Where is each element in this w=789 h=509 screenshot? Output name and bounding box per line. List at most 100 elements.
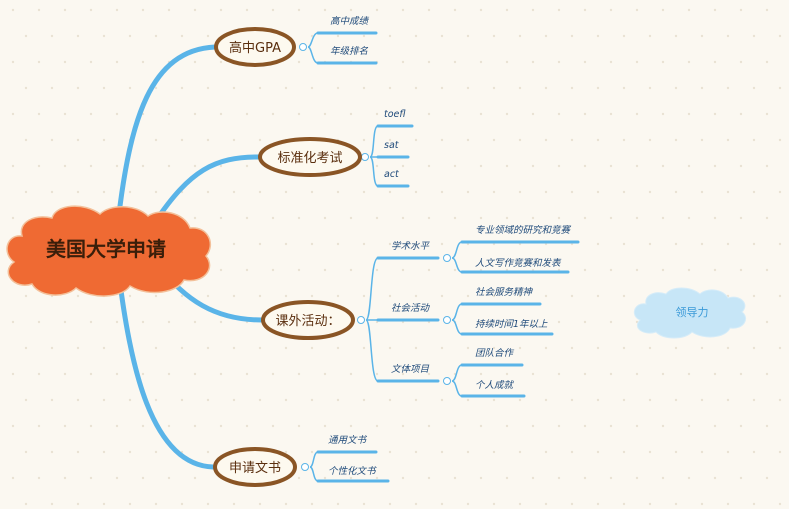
background-dot — [765, 268, 769, 272]
background-dot — [752, 34, 756, 38]
leaf-research[interactable]: 专业领域的研究和竞赛 — [475, 224, 572, 236]
collapse-knob-activities[interactable] — [357, 316, 365, 324]
collapse-knob-social[interactable] — [443, 316, 451, 324]
background-dot — [739, 476, 743, 480]
floating-node[interactable]: 领导力 — [633, 287, 746, 339]
background-dot — [206, 294, 210, 298]
background-dot — [128, 450, 132, 454]
background-dot — [362, 190, 366, 194]
background-dot — [440, 242, 444, 246]
background-dot — [570, 86, 574, 90]
leaf-common-app[interactable]: 通用文书 — [328, 434, 368, 446]
background-dot — [63, 8, 67, 12]
collapse-knob-sports[interactable] — [443, 377, 451, 385]
background-dot — [349, 8, 353, 12]
background-dot — [479, 372, 483, 376]
background-dot — [297, 268, 301, 272]
background-dot — [752, 398, 756, 402]
background-dot — [245, 372, 249, 376]
background-dot — [739, 216, 743, 220]
background-dot — [362, 398, 366, 402]
background-dot — [622, 502, 626, 506]
background-dot — [245, 112, 249, 116]
background-dot — [700, 502, 704, 506]
leaf-duration[interactable]: 持续时间1年以上 — [475, 318, 548, 330]
floating-cloud-shape — [633, 287, 746, 339]
background-dot — [271, 112, 275, 116]
background-dot — [11, 424, 15, 428]
background-dot — [37, 164, 41, 168]
background-dot — [24, 294, 28, 298]
background-dot — [544, 86, 548, 90]
background-dot — [752, 502, 756, 506]
branch-oval-essays — [213, 447, 297, 487]
connector-tests-children — [369, 125, 379, 187]
collapse-knob-academic[interactable] — [443, 254, 451, 262]
background-dot — [102, 190, 106, 194]
background-dot — [128, 398, 132, 402]
collapse-knob-tests[interactable] — [361, 153, 369, 161]
background-dot — [310, 242, 314, 246]
background-dot — [154, 346, 158, 350]
background-dot — [414, 86, 418, 90]
background-dot — [765, 320, 769, 324]
background-dot — [505, 424, 509, 428]
background-dot — [479, 112, 483, 116]
sub-sports[interactable]: 文体项目 — [391, 363, 430, 375]
leaf-sat[interactable]: sat — [384, 140, 400, 151]
background-dot — [375, 164, 379, 168]
leaf-toefl[interactable]: toefl — [384, 109, 406, 120]
background-dot — [778, 450, 782, 454]
background-dot — [37, 60, 41, 64]
leaf-gpa-rank[interactable]: 年级排名 — [330, 45, 369, 57]
sub-academic[interactable]: 学术水平 — [391, 240, 431, 252]
background-dot — [336, 242, 340, 246]
background-dot — [427, 60, 431, 64]
background-dot — [271, 424, 275, 428]
sub-social[interactable]: 社会活动 — [391, 302, 431, 314]
background-dot — [167, 112, 171, 116]
leaf-achievement[interactable]: 个人成就 — [475, 380, 515, 391]
background-dot — [76, 190, 80, 194]
background-dot — [310, 450, 314, 454]
collapse-knob-gpa[interactable] — [299, 43, 307, 51]
background-dot — [258, 242, 262, 246]
collapse-knob-essays[interactable] — [301, 463, 309, 471]
leaf-act[interactable]: act — [384, 169, 400, 180]
background-dot — [765, 8, 769, 12]
background-dot — [375, 8, 379, 12]
background-dot — [583, 320, 587, 324]
background-dot — [128, 294, 132, 298]
background-dot — [349, 216, 353, 220]
branch-node-gpa[interactable]: 高中GPA — [214, 27, 296, 67]
background-dot — [466, 138, 470, 142]
leaf-personal[interactable]: 个性化文书 — [328, 465, 377, 477]
leaf-writing[interactable]: 人文写作竞赛和发表 — [475, 257, 562, 269]
background-dot — [505, 372, 509, 376]
background-dot — [310, 34, 314, 38]
root-node[interactable]: 美国大学申请 — [6, 205, 211, 297]
background-dot — [648, 138, 652, 142]
background-dot — [622, 190, 626, 194]
background-dot — [726, 450, 730, 454]
leaf-service[interactable]: 社会服务精神 — [475, 286, 534, 298]
background-dot — [596, 294, 600, 298]
background-dot — [115, 60, 119, 64]
background-dot — [544, 398, 548, 402]
background-dot — [765, 216, 769, 220]
background-dot — [661, 372, 665, 376]
branch-node-tests[interactable]: 标准化考试 — [258, 137, 362, 177]
background-dot — [765, 424, 769, 428]
background-dot — [362, 242, 366, 246]
leaf-gpa-grades[interactable]: 高中成绩 — [330, 15, 370, 27]
background-dot — [518, 34, 522, 38]
background-dot — [544, 294, 548, 298]
background-dot — [232, 398, 236, 402]
branch-node-essays[interactable]: 申请文书 — [213, 447, 297, 487]
branch-node-activities[interactable]: 课外活动： — [261, 300, 355, 340]
background-dot — [687, 164, 691, 168]
background-dot — [739, 60, 743, 64]
background-dot — [76, 34, 80, 38]
leaf-teamwork[interactable]: 团队合作 — [475, 347, 515, 359]
background-dot — [570, 346, 574, 350]
